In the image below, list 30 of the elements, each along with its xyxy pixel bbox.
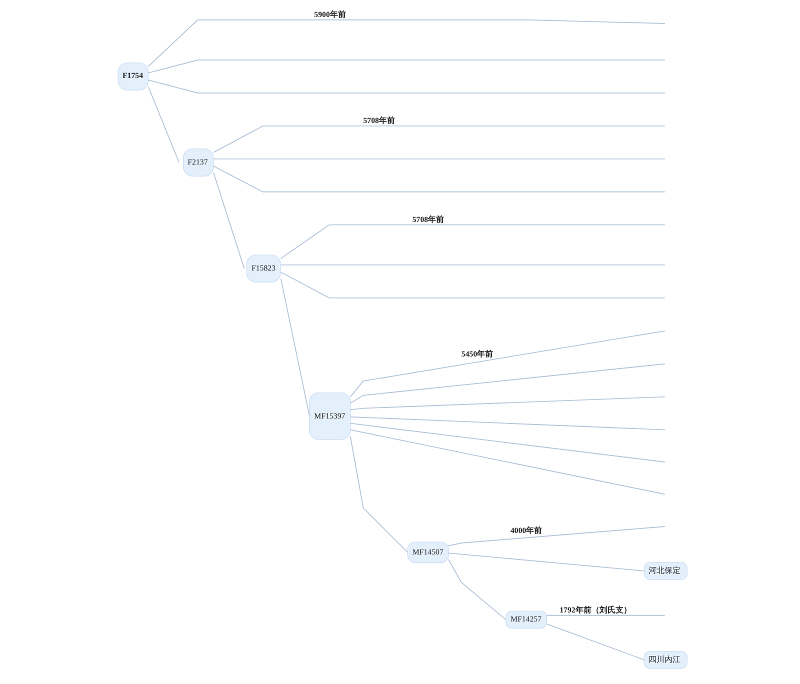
connector xyxy=(147,80,665,94)
edge-label: 5708年前 xyxy=(412,214,444,224)
connector xyxy=(280,224,665,259)
connector xyxy=(212,125,665,153)
connector xyxy=(212,166,665,192)
connector xyxy=(349,436,408,553)
edge-label: 5450年前 xyxy=(460,350,493,359)
connector xyxy=(280,264,665,266)
connector xyxy=(280,278,310,417)
connector xyxy=(349,330,665,398)
connector xyxy=(349,422,665,462)
connector xyxy=(349,416,665,430)
connector xyxy=(212,172,244,270)
connector xyxy=(147,19,665,67)
edge-label: 1792年前（刘氏支） xyxy=(559,605,631,614)
connector xyxy=(349,396,665,410)
edge-label: 5900年前 xyxy=(314,10,346,19)
connector xyxy=(349,363,665,404)
edge-label: 4000年前 xyxy=(510,526,542,535)
connector xyxy=(212,158,665,160)
connector xyxy=(546,624,644,660)
connector xyxy=(147,86,180,163)
edge-label: 5708年前 xyxy=(362,116,394,125)
connector xyxy=(448,559,506,620)
connector xyxy=(448,552,644,572)
connector xyxy=(349,429,665,495)
connector xyxy=(147,60,665,74)
connector xyxy=(448,526,665,546)
connector xyxy=(280,272,665,298)
connector xyxy=(546,614,665,616)
